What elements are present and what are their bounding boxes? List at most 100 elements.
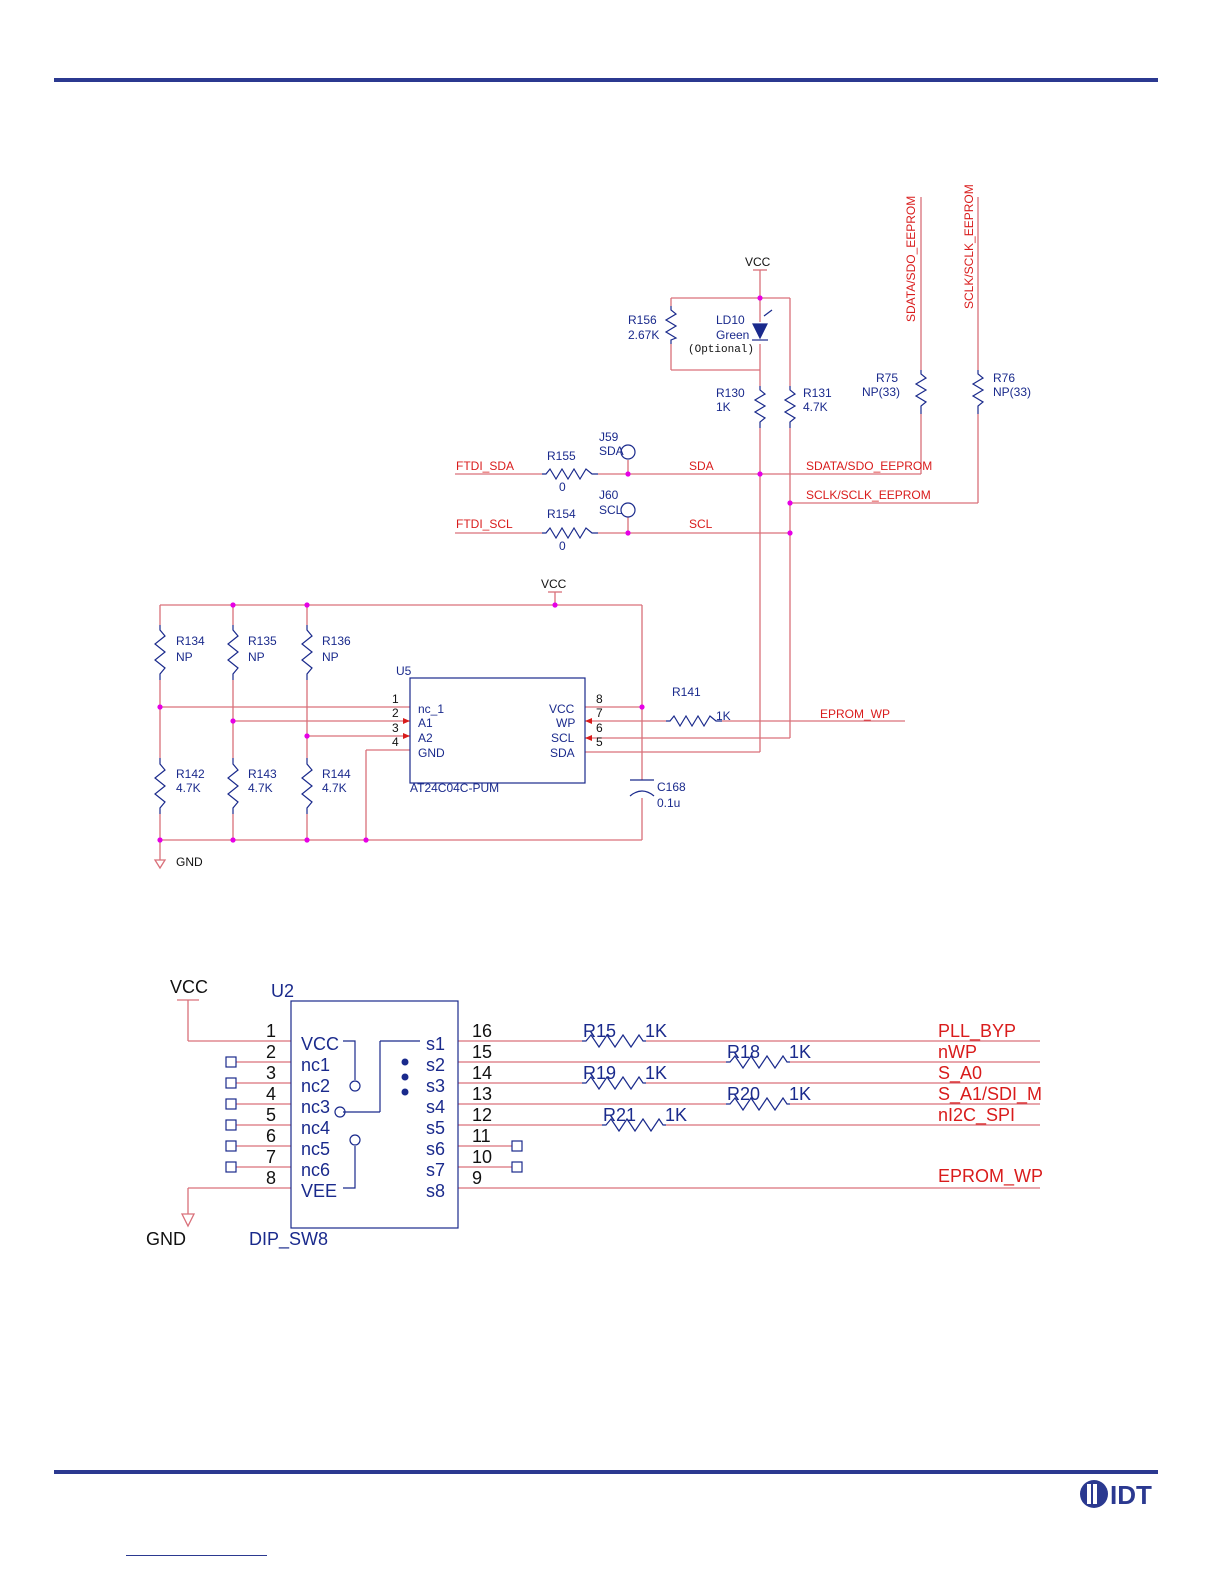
r154-ref: R154 — [547, 507, 576, 521]
u5-pin-num: 7 — [596, 706, 603, 720]
j59-ref: J59 — [599, 430, 619, 444]
logo-text: IDT — [1110, 1480, 1152, 1510]
j60-ref: J60 — [599, 488, 619, 502]
r136-value: NP — [322, 650, 339, 664]
footer-rule — [54, 1470, 1158, 1474]
net-sda: SDA — [689, 459, 714, 473]
r18-value: 1K — [789, 1042, 811, 1062]
pin-arrows — [403, 718, 592, 741]
vcc-mid-label: VCC — [541, 577, 567, 591]
eeprom-labels: VCC R156 2.67K LD10 Green (Optional) R13… — [176, 184, 1031, 869]
u2-part: DIP_SW8 — [249, 1229, 328, 1250]
r142-ref: R142 — [176, 767, 205, 781]
dipswitch-schematic — [177, 999, 1040, 1228]
dipswitch-labels: VCC GND U2 DIP_SW8 1 2 3 4 5 6 7 8 VCC n… — [146, 977, 1043, 1250]
u2-pin-num: 3 — [266, 1063, 276, 1083]
u2-pin-name: nc6 — [301, 1160, 330, 1180]
r20-value: 1K — [789, 1084, 811, 1104]
r18-ref: R18 — [727, 1042, 760, 1062]
r141-ref: R141 — [672, 685, 701, 699]
net-pll-byp: PLL_BYP — [938, 1021, 1016, 1042]
r142-value: 4.7K — [176, 781, 201, 795]
r134-value: NP — [176, 650, 193, 664]
u2-pin-name: s5 — [426, 1118, 445, 1138]
u5-pin-num: 2 — [392, 706, 399, 720]
u2-pin-num: 6 — [266, 1126, 276, 1146]
u2-pin-name: nc1 — [301, 1055, 330, 1075]
u5-pin-num: 8 — [596, 692, 603, 706]
r76-ref: R76 — [993, 371, 1015, 385]
r156-ref: R156 — [628, 313, 657, 327]
net-s-a0: S_A0 — [938, 1063, 982, 1084]
r20-ref: R20 — [727, 1084, 760, 1104]
u5-pin-name: SCL — [551, 731, 575, 745]
u2-pin-name: s1 — [426, 1034, 445, 1054]
dip-gnd-label: GND — [146, 1229, 186, 1249]
u2-pin-num: 13 — [472, 1084, 492, 1104]
net-sdata-vertical: SDATA/SDO_EEPROM — [904, 196, 918, 322]
r143-ref: R143 — [248, 767, 277, 781]
u2-pin-num: 4 — [266, 1084, 276, 1104]
u2-pin-num: 10 — [472, 1147, 492, 1167]
net-scl: SCL — [689, 517, 713, 531]
u2-pin-num: 9 — [472, 1168, 482, 1188]
r144-ref: R144 — [322, 767, 351, 781]
ld10-color: Green — [716, 328, 749, 342]
dip-dots — [401, 1058, 409, 1096]
eeprom-schematic — [153, 197, 979, 870]
r155-ref: R155 — [547, 449, 576, 463]
net-nwp: nWP — [938, 1042, 977, 1062]
j60-label: SCL — [599, 503, 623, 517]
u5-pin-name: nc_1 — [418, 702, 444, 716]
net-sdata: SDATA/SDO_EEPROM — [806, 459, 932, 473]
r19-value: 1K — [645, 1063, 667, 1083]
u2-pin-num: 5 — [266, 1105, 276, 1125]
header-rule — [54, 78, 1158, 82]
r156-value: 2.67K — [628, 328, 659, 342]
u5-pin-num: 6 — [596, 721, 603, 735]
u5-pin-name: SDA — [550, 746, 575, 760]
r21-value: 1K — [665, 1105, 687, 1125]
footer-link-underline[interactable] — [126, 1555, 267, 1556]
u5-pin-name: A2 — [418, 731, 433, 745]
u2-pin-num: 16 — [472, 1021, 492, 1041]
u2-pin-num: 1 — [266, 1021, 276, 1041]
r131-value: 4.7K — [803, 400, 828, 414]
u2-ref: U2 — [271, 981, 294, 1001]
u5-pin-num: 1 — [392, 692, 399, 706]
u5-ref: U5 — [396, 664, 412, 678]
r134-ref: R134 — [176, 634, 205, 648]
u5-part: AT24C04C-PUM — [410, 781, 499, 795]
r19-ref: R19 — [583, 1063, 616, 1083]
r155-value: 0 — [559, 480, 566, 494]
ld10-note: (Optional) — [688, 344, 754, 356]
net-ftdi-sda: FTDI_SDA — [456, 459, 514, 473]
u2-pin-name: VCC — [301, 1034, 339, 1054]
r130-ref: R130 — [716, 386, 745, 400]
u2-pin-num: 15 — [472, 1042, 492, 1062]
u2-pin-name: nc2 — [301, 1076, 330, 1096]
u2-pin-name: s8 — [426, 1181, 445, 1201]
u5-pin-name: A1 — [418, 716, 433, 730]
u2-pin-name: nc4 — [301, 1118, 330, 1138]
net-eprom-wp: EPROM_WP — [820, 707, 890, 721]
r135-ref: R135 — [248, 634, 277, 648]
net-ftdi-scl: FTDI_SCL — [456, 517, 513, 531]
r21-ref: R21 — [603, 1105, 636, 1125]
u2-pin-name: VEE — [301, 1181, 337, 1201]
u2-pin-name: s7 — [426, 1160, 445, 1180]
u2-pin-num: 8 — [266, 1168, 276, 1188]
u5-pin-num: 3 — [392, 721, 399, 735]
u2-pin-num: 7 — [266, 1147, 276, 1167]
dip-vcc-label: VCC — [170, 977, 208, 997]
r15-ref: R15 — [583, 1021, 616, 1041]
r136-ref: R136 — [322, 634, 351, 648]
net-ni2c-spi: nI2C_SPI — [938, 1105, 1015, 1126]
net-sclk-vertical: SCLK/SCLK_EEPROM — [962, 184, 976, 309]
r144-value: 4.7K — [322, 781, 347, 795]
dipswitch-body — [225, 1000, 790, 1229]
junction-dots — [157, 295, 793, 843]
r131-ref: R131 — [803, 386, 832, 400]
eeprom-resistors — [154, 306, 985, 814]
